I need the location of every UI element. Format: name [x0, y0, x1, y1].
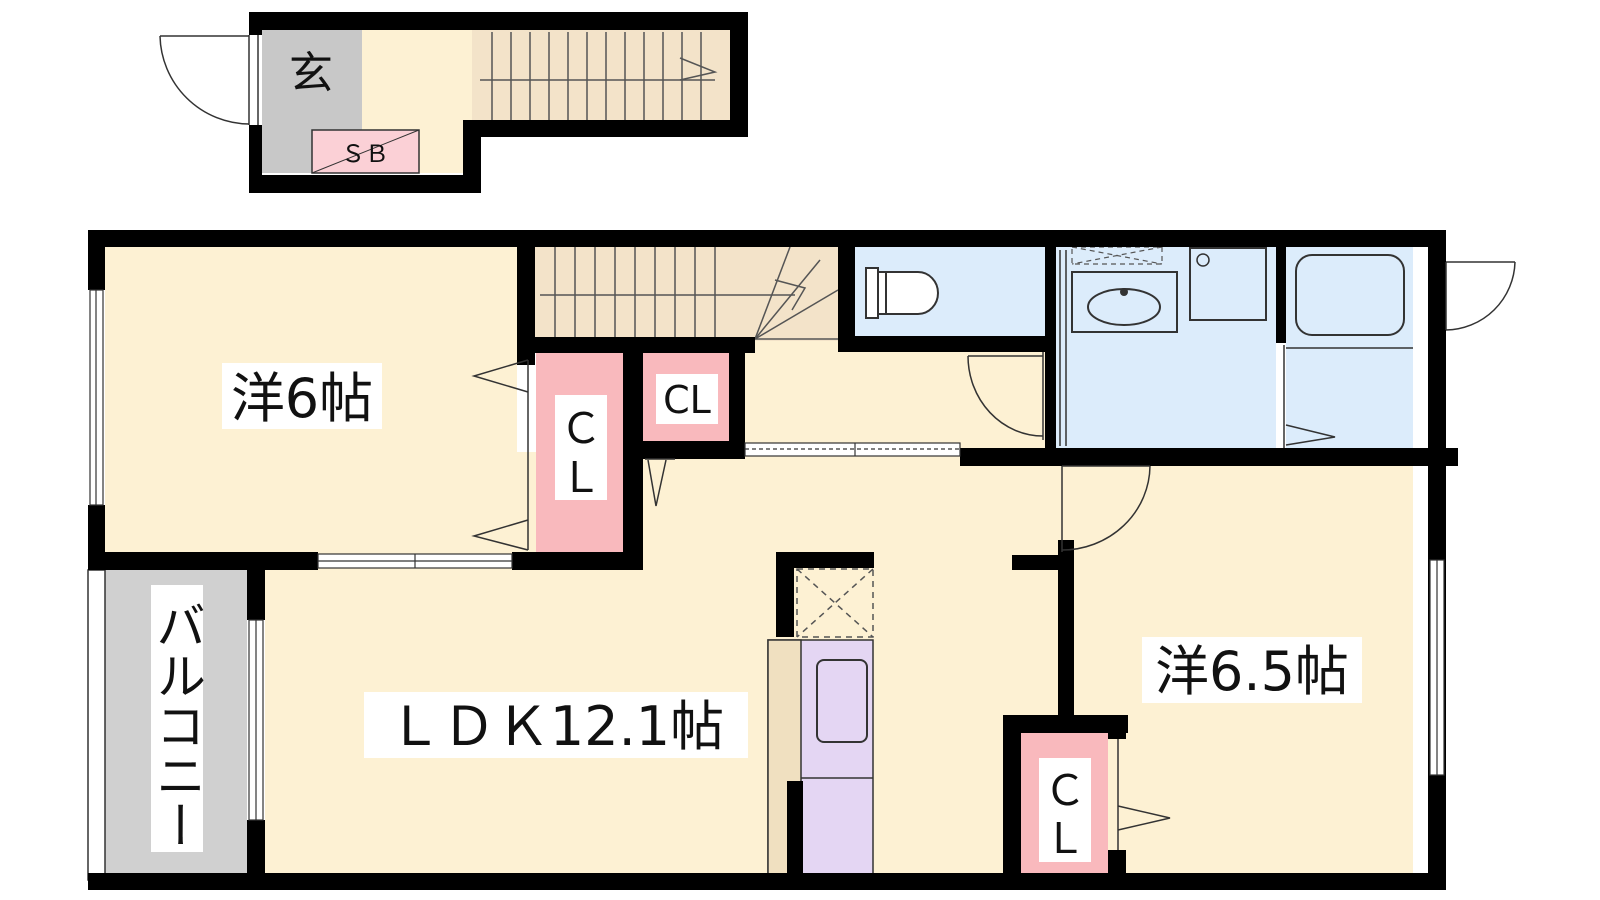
window-balcony	[248, 619, 264, 821]
entrance-door-icon[interactable]	[159, 35, 259, 125]
balcony-rail	[87, 569, 106, 881]
bathroom-floor	[1286, 245, 1413, 448]
bathroom-door-icon[interactable]	[1283, 345, 1336, 448]
sliding-door-hall[interactable]	[744, 442, 961, 457]
lower-stair-treads	[540, 246, 839, 340]
toilet-door-icon[interactable]	[967, 352, 1044, 440]
western-room-right-label: 洋6.5帖	[1155, 640, 1349, 703]
ldk-label: ＬＤＫ12.1帖	[388, 695, 724, 758]
entrance-walls	[249, 12, 748, 193]
window-right-room	[1429, 559, 1445, 776]
balcony-label: バルコニー	[148, 600, 206, 850]
sliding-door-left-room[interactable]	[317, 553, 513, 569]
closet-right-door-icon[interactable]	[1117, 739, 1171, 850]
closet-left-door-icon[interactable]	[471, 359, 529, 551]
toilet-icon	[865, 267, 939, 319]
right-room-door-icon[interactable]	[1061, 465, 1151, 552]
shoe-box-label: ＳＢ	[341, 140, 389, 168]
bathroom-exterior-door-icon[interactable]	[1445, 261, 1516, 331]
closet-left-label-c: Ｃ	[560, 404, 602, 453]
closet-small-door-icon[interactable]	[645, 458, 675, 507]
entrance-block: ＳＢ 玄	[159, 12, 748, 193]
bathtub-icon	[1286, 254, 1413, 349]
western-room-left-label: 洋6帖	[231, 367, 373, 430]
balcony-label-group: バルコニー	[148, 585, 206, 852]
closet-small: CL	[656, 374, 718, 424]
ldk-floor	[265, 452, 1058, 880]
washing-machine-space	[1189, 247, 1267, 321]
hallway-floor	[735, 341, 1045, 448]
washroom-door-icon[interactable]	[1059, 250, 1067, 446]
upper-stair-floor	[472, 30, 730, 134]
washbasin-icon	[1071, 271, 1178, 333]
closet-right-label-c: Ｃ	[1044, 766, 1086, 815]
closet-right-label-l: Ｌ	[1044, 814, 1086, 863]
main-walls	[88, 230, 1458, 890]
ldk-label-group: ＬＤＫ12.1帖	[364, 692, 748, 758]
upper-stair-treads	[480, 32, 718, 132]
window-left-room	[89, 289, 104, 506]
closet-left-label-l: Ｌ	[560, 453, 602, 502]
shoe-box	[311, 129, 420, 174]
main-unit: 洋6帖 洋6.5帖 ＬＤＫ12.1帖 Ｃ Ｌ CL Ｃ Ｌ バルコニー	[87, 230, 1516, 890]
closet-right: Ｃ Ｌ	[1039, 758, 1091, 863]
closet-small-label: CL	[663, 378, 711, 422]
western-room-right-label-group: 洋6.5帖	[1142, 637, 1362, 703]
lower-stair-floor	[535, 245, 838, 341]
fridge-space	[796, 568, 874, 638]
kitchen-counter	[767, 639, 874, 876]
washroom-floor	[1056, 245, 1276, 448]
closet-left: Ｃ Ｌ	[555, 395, 607, 502]
genkan-label: 玄	[289, 48, 333, 99]
western-room-left-label-group: 洋6帖	[222, 363, 382, 430]
